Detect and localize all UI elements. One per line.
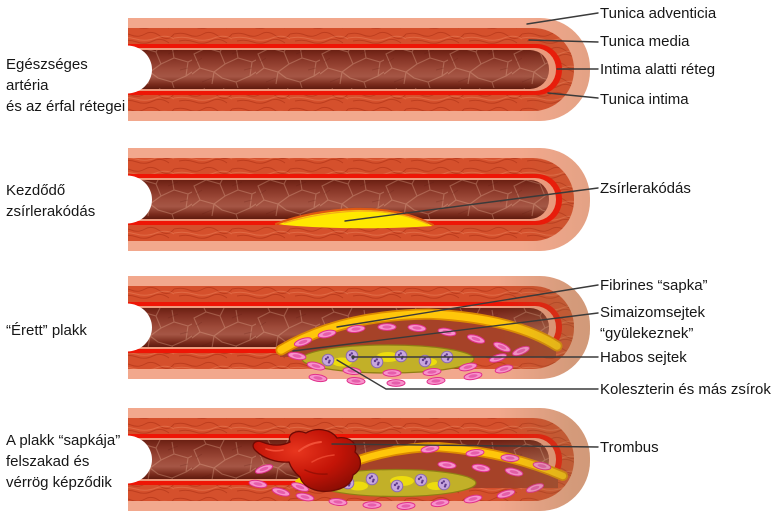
annotation-tunica-media: Tunica media bbox=[600, 33, 690, 50]
annotation-trombus: Trombus bbox=[600, 439, 659, 456]
smooth-muscle-cell bbox=[426, 377, 446, 385]
annotation-simaizomsejtek: Simaizomsejtek “gyülekeznek” bbox=[600, 304, 706, 342]
annotation-habos-sejtek: Habos sejtek bbox=[600, 349, 687, 366]
artery-stage-3 bbox=[102, 276, 590, 387]
artery-stage-2 bbox=[102, 148, 590, 251]
smooth-muscle-cell bbox=[386, 379, 406, 387]
stage-4-left-label: A plakk “sapkája” felszakad és vérrög ké… bbox=[6, 432, 121, 491]
annotation-intima-alatti-reteg: Intima alatti réteg bbox=[600, 61, 716, 78]
artery-stage-4 bbox=[102, 408, 590, 511]
annotation-tunica-adventicia: Tunica adventicia bbox=[600, 5, 717, 22]
stage-1-left-label: Egészséges artéria és az érfal rétegei bbox=[6, 56, 126, 115]
leader-lines bbox=[292, 12, 599, 448]
smooth-muscle-cell bbox=[346, 377, 366, 385]
stage-3-left-label: “Érett” plakk bbox=[6, 322, 87, 339]
annotation-zsirlerakodas: Zsírlerakódás bbox=[600, 180, 691, 197]
annotation-koleszterin: Koleszterin és más zsírok bbox=[600, 381, 771, 398]
annotation-fibrines-sapka: Fibrines “sapka” bbox=[600, 277, 708, 294]
stage-2-left-label: Kezdődő zsírlerakódás bbox=[6, 182, 96, 220]
annotation-tunica-intima: Tunica intima bbox=[600, 91, 689, 108]
artery-stage-1 bbox=[102, 18, 590, 121]
